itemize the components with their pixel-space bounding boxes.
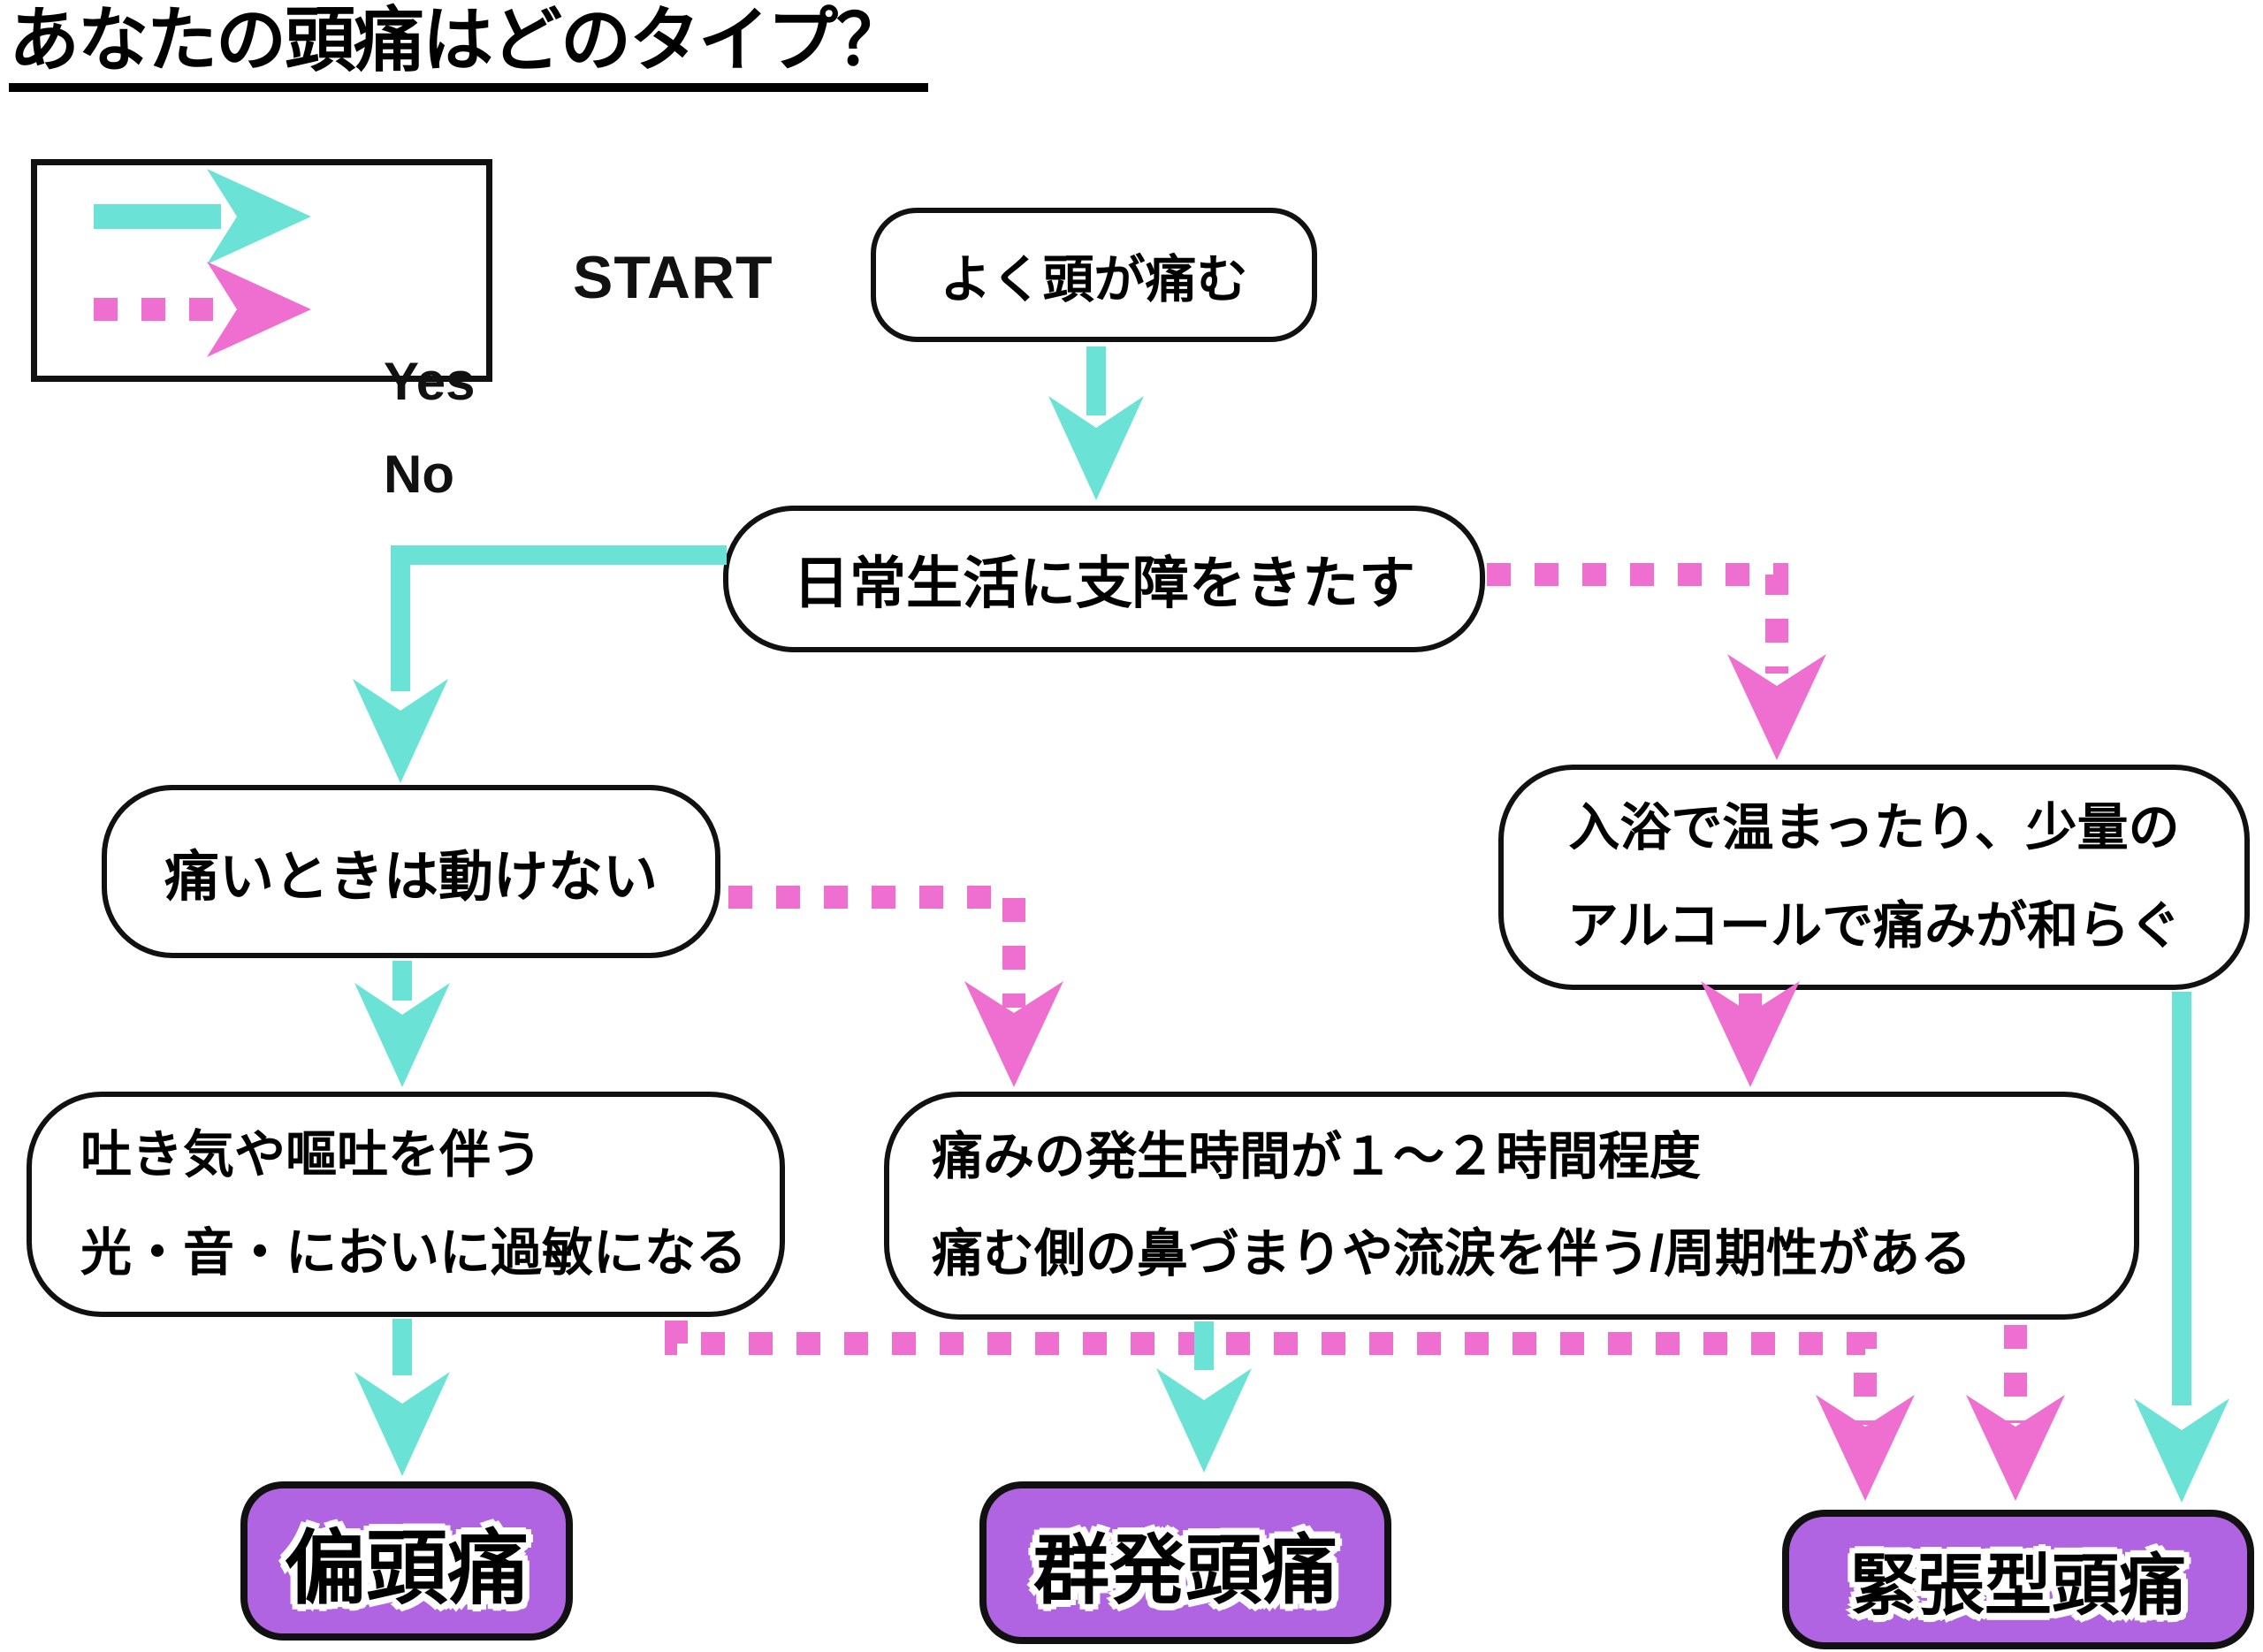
result-migraine: 偏頭痛 xyxy=(240,1481,573,1641)
node-bath-alcohol-relief: 入浴で温まったり、少量の アルコールで痛みが和らぐ xyxy=(1498,765,2250,990)
node-cannot-move-text: 痛いときは動けない xyxy=(164,847,658,908)
arrow-yes-cannotmove-to-nausea xyxy=(354,961,450,1087)
node-often-headache: よく頭が痛む xyxy=(871,208,1317,342)
arrow-no-bath-to-duration xyxy=(1701,981,1800,1087)
node-bath-alcohol-line1: 入浴で温まったり、少量の xyxy=(1568,799,2180,857)
legend-box: Yes No xyxy=(31,159,492,501)
arrow-yes-bath-to-tension xyxy=(2134,992,2229,1503)
result-cluster-headache: 群発頭痛 xyxy=(979,1481,1391,1644)
arrow-yes-start-to-daily xyxy=(1048,346,1144,500)
arrow-no-cannotmove-to-duration xyxy=(728,886,1063,1087)
node-daily-life-impact: 日常生活に支障をきたす xyxy=(723,506,1485,652)
arrow-yes-nausea-to-migraine xyxy=(354,1319,450,1476)
arrow-no-duration-to-tension xyxy=(1966,1325,2065,1501)
node-cannot-move: 痛いときは動けない xyxy=(102,785,720,958)
node-often-headache-text: よく頭が痛む xyxy=(940,251,1248,308)
node-bath-alcohol-line2: アルコールで痛みが和らぐ xyxy=(1566,896,2182,955)
arrow-yes-daily-to-cannotmove xyxy=(353,545,727,783)
node-pain-duration: 痛みの発生時間が１～２時間程度 痛む側の鼻づまりや流涙を伴う/周期性がある xyxy=(884,1092,2139,1320)
node-nausea-line1: 吐き気や嘔吐を伴う xyxy=(80,1126,543,1184)
start-label: START xyxy=(573,244,773,311)
result-tension-headache: 緊張型頭痛 xyxy=(1782,1510,2254,1649)
arrow-no-nausea-to-tension xyxy=(665,1321,1915,1501)
node-daily-life-impact-text: 日常生活に支障をきたす xyxy=(793,552,1415,615)
arrow-yes-duration-to-cluster xyxy=(1156,1321,1252,1473)
node-pain-duration-line2: 痛む側の鼻づまりや流涙を伴う/周期性がある xyxy=(932,1225,1972,1283)
legend-yes-label: Yes xyxy=(384,352,476,411)
node-nausea-line2: 光・音・においに過敏になる xyxy=(80,1223,748,1282)
node-pain-duration-line1: 痛みの発生時間が１～２時間程度 xyxy=(932,1127,1702,1185)
legend-no-label: No xyxy=(384,445,454,504)
arrow-no-daily-to-bath xyxy=(1487,563,1826,760)
node-nausea-sensitivity: 吐き気や嘔吐を伴う 光・音・においに過敏になる xyxy=(27,1092,785,1317)
page-title: あなたの頭痛はどのタイプ？ xyxy=(9,4,928,92)
